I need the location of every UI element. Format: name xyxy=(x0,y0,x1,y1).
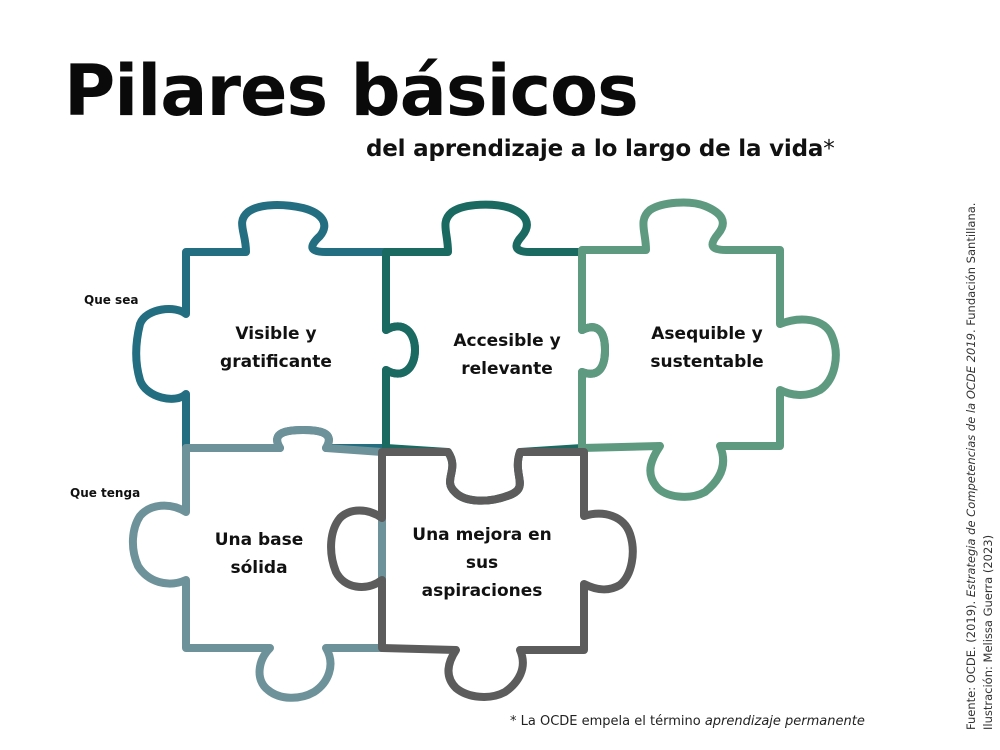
puzzle-piece-base xyxy=(129,426,386,702)
piece-label-accesible: Accesible y relevante xyxy=(453,327,560,383)
source-title: Estrategia de Competencias de la OCDE 20… xyxy=(964,333,978,598)
piece-label-line: Una base xyxy=(214,530,304,550)
piece-label-line: relevante xyxy=(461,359,553,380)
piece-label-base: Una base sólida xyxy=(215,526,304,582)
source-prefix: Fuente: OCDE. (2019). xyxy=(964,597,978,730)
puzzle-piece-asequible xyxy=(578,198,840,501)
piece-label-line: sólida xyxy=(230,558,288,579)
piece-label-line: gratificante xyxy=(220,352,332,373)
subtitle-asterisk: * xyxy=(823,136,835,162)
credits: Fuente: OCDE. (2019). Estrategia de Comp… xyxy=(963,203,996,730)
piece-label-line: sustentable xyxy=(650,352,764,373)
subtitle-text: del aprendizaje a lo largo de la vida xyxy=(366,136,824,162)
page-title: Pilares básicos xyxy=(64,50,639,132)
piece-label-line: Visible y xyxy=(235,324,317,344)
row-label-que-tenga: Que tenga xyxy=(70,486,141,500)
source-suffix: . Fundación Santillana. xyxy=(964,202,978,334)
illustration-credit: Ilustración: Melissa Guerra (2023) xyxy=(980,534,995,730)
page-subtitle: del aprendizaje a lo largo de la vida* xyxy=(366,136,835,162)
piece-label-line: sus xyxy=(465,553,499,574)
piece-label-mejora: Una mejora en sus aspiraciones xyxy=(412,521,551,605)
piece-label-line: Una mejora en xyxy=(412,525,552,545)
footnote: * La OCDE empela el término aprendizaje … xyxy=(510,714,865,729)
piece-label-visible: Visible y gratificante xyxy=(220,320,332,376)
puzzle-piece-mejora xyxy=(327,448,637,701)
footnote-emphasis: aprendizaje permanente xyxy=(704,714,865,729)
piece-label-line: Asequible y xyxy=(651,324,763,344)
row-label-que-sea: Que sea xyxy=(84,293,139,307)
piece-label-line: Accesible y xyxy=(453,331,561,351)
source-line: Fuente: OCDE. (2019). Estrategia de Comp… xyxy=(963,203,980,730)
piece-label-asequible: Asequible y sustentable xyxy=(650,320,763,376)
piece-label-line: aspiraciones xyxy=(421,581,543,602)
footnote-text: * La OCDE empela el término xyxy=(510,714,705,729)
